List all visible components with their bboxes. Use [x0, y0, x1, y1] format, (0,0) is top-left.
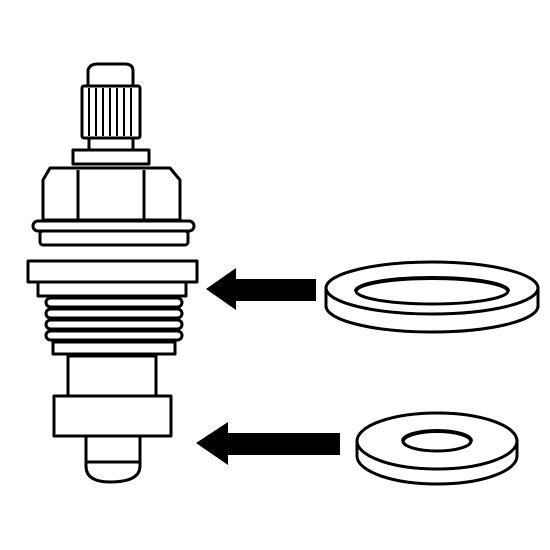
bottom-nipple [84, 434, 142, 484]
stem-washer-plate [71, 148, 151, 166]
body-flange [26, 259, 199, 284]
arrow-upper [206, 268, 316, 310]
stem-collar [87, 136, 135, 152]
body-o-ring [324, 260, 540, 334]
valve-stem-cartridge [26, 62, 199, 484]
bottom-washer [355, 411, 519, 486]
base-block [52, 394, 173, 438]
hex-nut [41, 166, 182, 222]
upper-seal-rings [31, 219, 196, 247]
body-threads [36, 280, 188, 356]
splined-stem [80, 84, 142, 140]
arrow-lower [196, 422, 340, 465]
lower-body [66, 354, 158, 398]
stem-cap [86, 62, 135, 88]
